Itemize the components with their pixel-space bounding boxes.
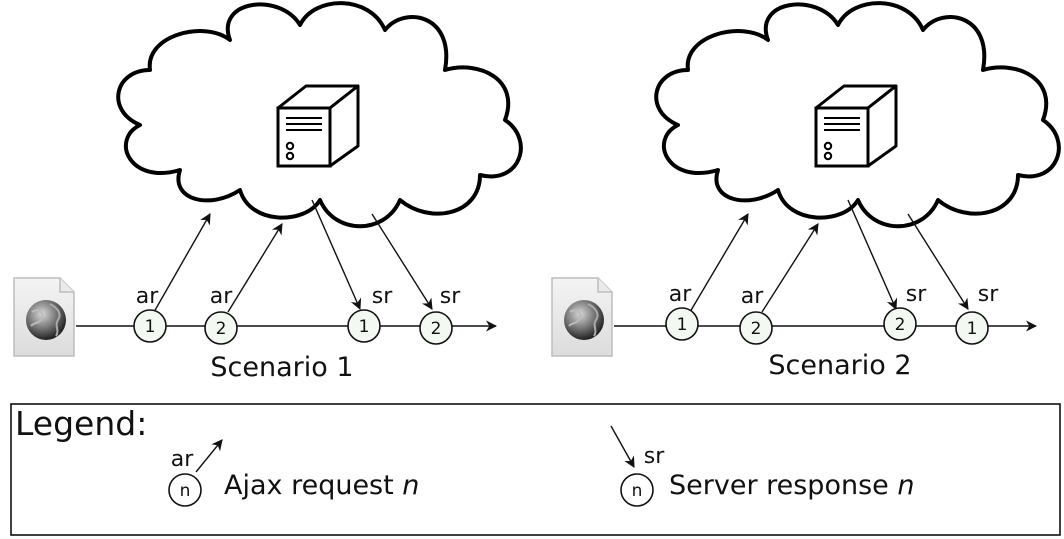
node-number: 2: [216, 319, 227, 339]
request-arrow: [689, 213, 749, 313]
response-label: sr: [978, 282, 999, 307]
response-node-1: 1 sr: [347, 284, 393, 343]
node-number: 2: [751, 319, 762, 339]
request-label: ar: [669, 282, 692, 307]
response-arrow: [371, 213, 433, 310]
server-tower-icon: [814, 84, 898, 168]
legend: Legend: ar n Ajax request n sr n Server …: [10, 403, 1061, 536]
legend-request: ar n Ajax request n: [168, 439, 419, 507]
node-number: 1: [967, 319, 978, 339]
scenario-1: 1 ar 2 ar 1 sr 2 sr Scenario 1: [13, 1, 523, 383]
response-arrow: [610, 425, 635, 468]
scenario-title: Scenario 1: [210, 352, 353, 383]
request-node-1: 1 ar: [665, 282, 699, 341]
browser-page-globe-icon: [551, 277, 613, 357]
legend-response-text: Server response n: [669, 470, 914, 501]
node-number: 1: [145, 317, 156, 337]
request-label: ar: [741, 284, 764, 309]
request-label: ar: [136, 284, 159, 309]
request-label: ar: [210, 284, 233, 309]
request-arrow: [195, 439, 223, 473]
response-label: sr: [440, 284, 461, 309]
node-number: 2: [895, 315, 906, 335]
legend-request-text: Ajax request n: [224, 470, 419, 501]
response-arrow: [847, 199, 898, 311]
node-number: n: [180, 481, 191, 501]
response-label: sr: [372, 284, 393, 309]
node-number: n: [632, 481, 643, 501]
legend-response: sr n Server response n: [610, 425, 914, 507]
response-label: sr: [906, 282, 927, 307]
request-node-2: 2 ar: [739, 284, 773, 345]
scenario-title: Scenario 2: [768, 350, 911, 381]
request-node-1: 1 ar: [133, 284, 167, 343]
request-arrow: [227, 223, 283, 313]
request-arrow: [153, 213, 211, 313]
request-node-2: 2 ar: [204, 284, 238, 345]
request-arrow: [761, 223, 819, 313]
request-label: ar: [171, 447, 194, 472]
node-number: 1: [359, 317, 370, 337]
scenario-2: 1 ar 2 ar 2 sr 1 sr Scenario 2: [551, 1, 1061, 381]
response-node-2: 2 sr: [419, 284, 461, 345]
response-arrow: [907, 213, 969, 310]
response-node-1: 1 sr: [955, 282, 999, 345]
browser-page-globe-icon: [13, 277, 75, 357]
response-label: sr: [644, 444, 665, 469]
node-number: 2: [431, 319, 442, 339]
legend-box: [10, 403, 1061, 536]
legend-title: Legend:: [15, 404, 147, 443]
response-arrow: [311, 199, 362, 311]
response-node-2: 2 sr: [883, 282, 927, 341]
server-tower-icon: [276, 84, 360, 168]
node-number: 1: [677, 315, 688, 335]
